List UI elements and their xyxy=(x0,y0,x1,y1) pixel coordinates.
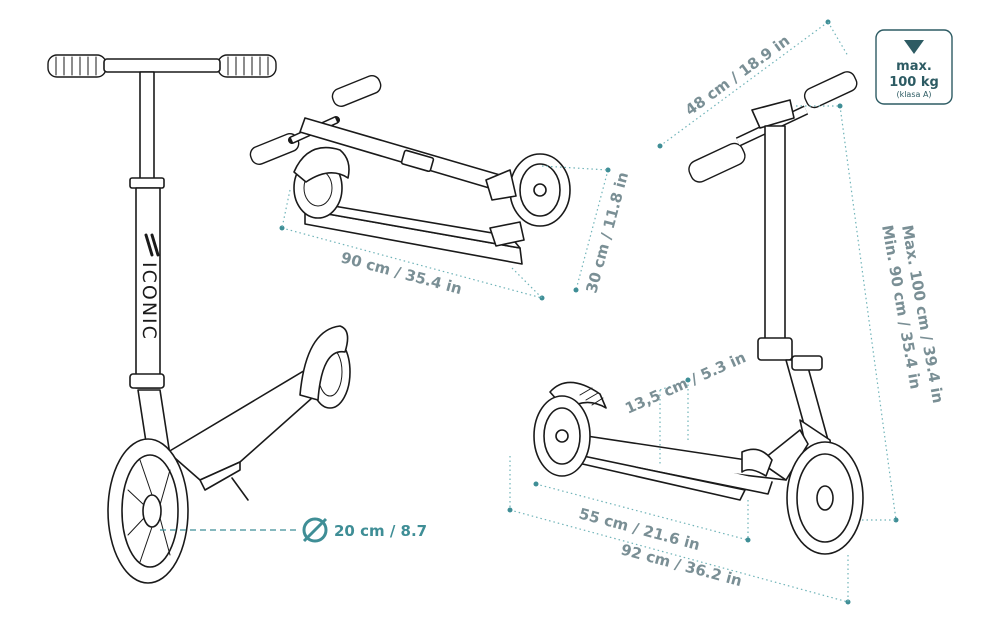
fold-clamp xyxy=(129,373,165,389)
handlebar-width-line xyxy=(659,21,829,147)
folded-fender xyxy=(293,146,350,183)
folded-height-label: 30 cm / 11.8 in xyxy=(582,170,632,295)
right-view-grip-left xyxy=(688,142,746,183)
badge-line-weight: 100 kg xyxy=(889,75,939,90)
wheel-diameter-label: 20 cm / 8.7 xyxy=(334,522,427,540)
upper-stem xyxy=(139,71,155,183)
rear-fender-left xyxy=(299,325,349,401)
folded-length-label: 90 cm / 35.4 in xyxy=(339,248,464,298)
weight-arrow-icon xyxy=(904,40,924,54)
scooter-right-view: 48 cm / 18.9 in Max. 100 cm / 39.4 in Mi… xyxy=(507,19,947,605)
badge-line-max: max. xyxy=(896,59,932,74)
scooter-folded-view: 90 cm / 35.4 in 30 cm / 11.8 in xyxy=(249,74,632,301)
diameter-icon-slash xyxy=(302,517,328,543)
right-upper-stem xyxy=(764,125,786,347)
right-grip xyxy=(217,54,277,78)
folded-grip-right xyxy=(331,74,382,107)
deck-width-label: 13,5 cm / 5.3 in xyxy=(622,348,748,417)
handlebar-bar xyxy=(103,58,221,73)
right-view-grip-right xyxy=(803,71,858,109)
lower-stem xyxy=(135,187,161,389)
badge-frame xyxy=(875,29,953,105)
deck-length-line xyxy=(535,483,749,541)
left-grip xyxy=(47,54,107,78)
scooter-left-view: ICONIC 20 cm / 8.7 xyxy=(47,54,427,584)
badge-line-class: (klasa A) xyxy=(896,90,931,99)
height-clamp xyxy=(129,177,165,189)
deck-side xyxy=(199,461,241,491)
brand-logo-left: ICONIC xyxy=(138,262,160,341)
diameter-icon xyxy=(302,517,328,543)
stem-head xyxy=(751,99,795,129)
max-load-badge: max. 100 kg (klasa A) xyxy=(875,29,953,105)
